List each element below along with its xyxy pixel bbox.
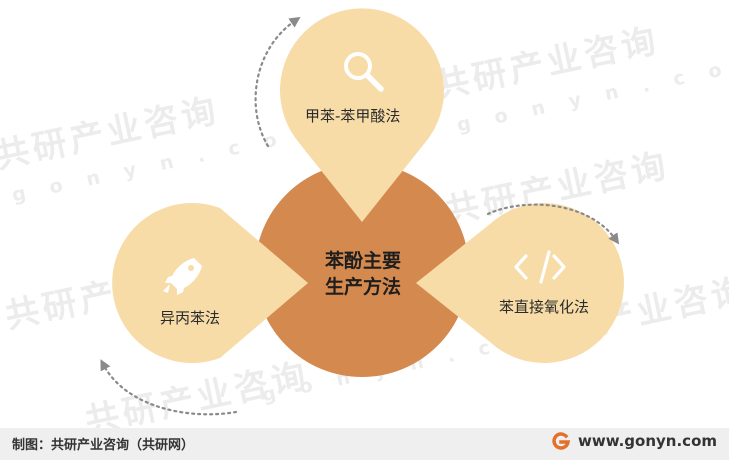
method-label-cumene: 异丙苯法 [160, 309, 221, 327]
center-circle [255, 163, 469, 377]
magnifier-icon [344, 52, 384, 92]
method-label-direct-oxidation: 苯直接氧化法 [499, 298, 590, 316]
footer-brand: www.gonyn.com [552, 432, 717, 450]
gonyn-logo-icon [552, 432, 571, 450]
petal-right [416, 203, 625, 363]
center-title-line1: 苯酚主要 [324, 250, 401, 272]
center-title: 苯酚主要 生产方法 [300, 248, 426, 300]
cycle-arrow-top [254, 16, 301, 148]
cycle-arrow-left [100, 359, 238, 416]
code-icon [514, 250, 566, 284]
method-label-toluene-benzoic-acid: 甲苯-苯甲酸法 [305, 107, 401, 125]
rocket-icon [163, 258, 202, 295]
petal-top [279, 8, 444, 223]
center-title-line2: 生产方法 [324, 276, 401, 298]
footer-source: 制图：共研产业咨询（共研网） [12, 438, 195, 453]
cycle-arrow-right [486, 203, 620, 245]
footer-bar: 制图：共研产业咨询（共研网） www.gonyn.com [0, 428, 729, 460]
footer-url[interactable]: www.gonyn.com [577, 432, 717, 450]
petal-left [112, 202, 308, 363]
